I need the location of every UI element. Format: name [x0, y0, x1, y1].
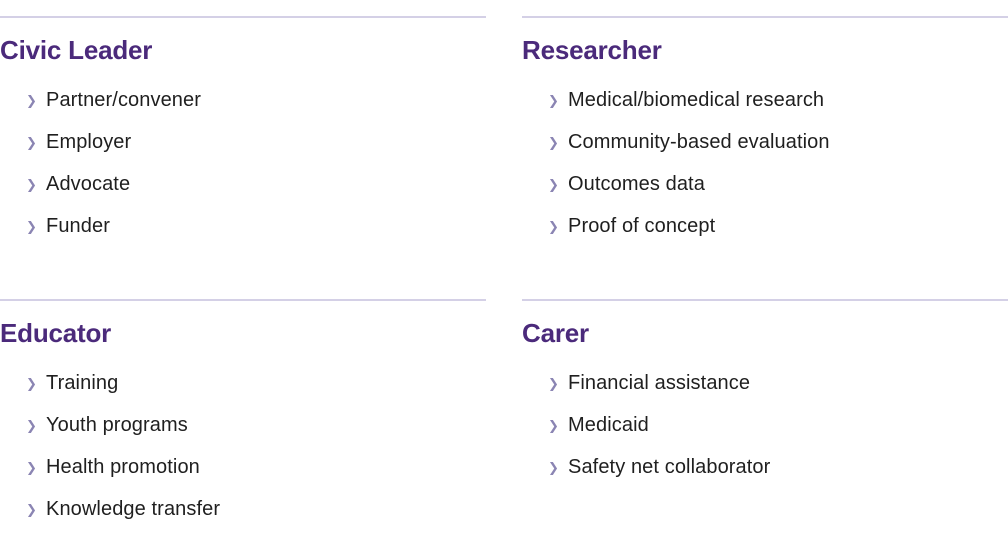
chevron-right-icon: ❯ — [548, 219, 559, 234]
list-item-label: Knowledge transfer — [46, 498, 221, 520]
list-item-label: Advocate — [46, 173, 131, 195]
list-item-label: Funder — [46, 215, 110, 237]
list-item-label: Safety net collaborator — [568, 456, 771, 478]
section-educator: Educator ❯ Training ❯ Youth programs ❯ H… — [0, 299, 486, 549]
chevron-right-icon: ❯ — [26, 93, 37, 108]
section-divider — [0, 299, 486, 301]
list-item-label: Health promotion — [46, 456, 200, 478]
list-item-label: Proof of concept — [568, 215, 716, 237]
section-divider — [0, 16, 486, 18]
section-researcher: Researcher ❯ Medical/biomedical research… — [522, 16, 1008, 276]
chevron-right-icon: ❯ — [26, 135, 37, 150]
chevron-right-icon: ❯ — [26, 460, 37, 475]
list-item-label: Community-based evaluation — [568, 131, 830, 153]
section-civic-leader: Civic Leader ❯ Partner/convener ❯ Employ… — [0, 16, 486, 276]
list-item-label: Training — [46, 372, 119, 394]
section-heading: Carer — [522, 318, 589, 348]
section-heading: Researcher — [522, 35, 662, 65]
chevron-right-icon: ❯ — [548, 460, 559, 475]
chevron-right-icon: ❯ — [26, 376, 37, 391]
list-item-label: Partner/convener — [46, 89, 202, 111]
chevron-right-icon: ❯ — [548, 177, 559, 192]
list-item-label: Medicaid — [568, 414, 649, 436]
list-item-label: Employer — [46, 131, 132, 153]
chevron-right-icon: ❯ — [26, 502, 37, 517]
section-carer: Carer ❯ Financial assistance ❯ Medicaid … — [522, 299, 1008, 549]
chevron-right-icon: ❯ — [548, 418, 559, 433]
chevron-right-icon: ❯ — [548, 135, 559, 150]
chevron-right-icon: ❯ — [548, 93, 559, 108]
list-item-label: Youth programs — [46, 414, 188, 436]
list-item-label: Outcomes data — [568, 173, 705, 195]
list-item-label: Financial assistance — [568, 372, 751, 394]
section-divider — [522, 299, 1008, 301]
chevron-right-icon: ❯ — [26, 418, 37, 433]
section-heading: Civic Leader — [0, 35, 153, 65]
chevron-right-icon: ❯ — [26, 177, 37, 192]
chevron-right-icon: ❯ — [548, 376, 559, 391]
chevron-right-icon: ❯ — [26, 219, 37, 234]
section-heading: Educator — [0, 318, 112, 348]
list-item-label: Medical/biomedical research — [568, 89, 825, 111]
section-divider — [522, 16, 1008, 18]
